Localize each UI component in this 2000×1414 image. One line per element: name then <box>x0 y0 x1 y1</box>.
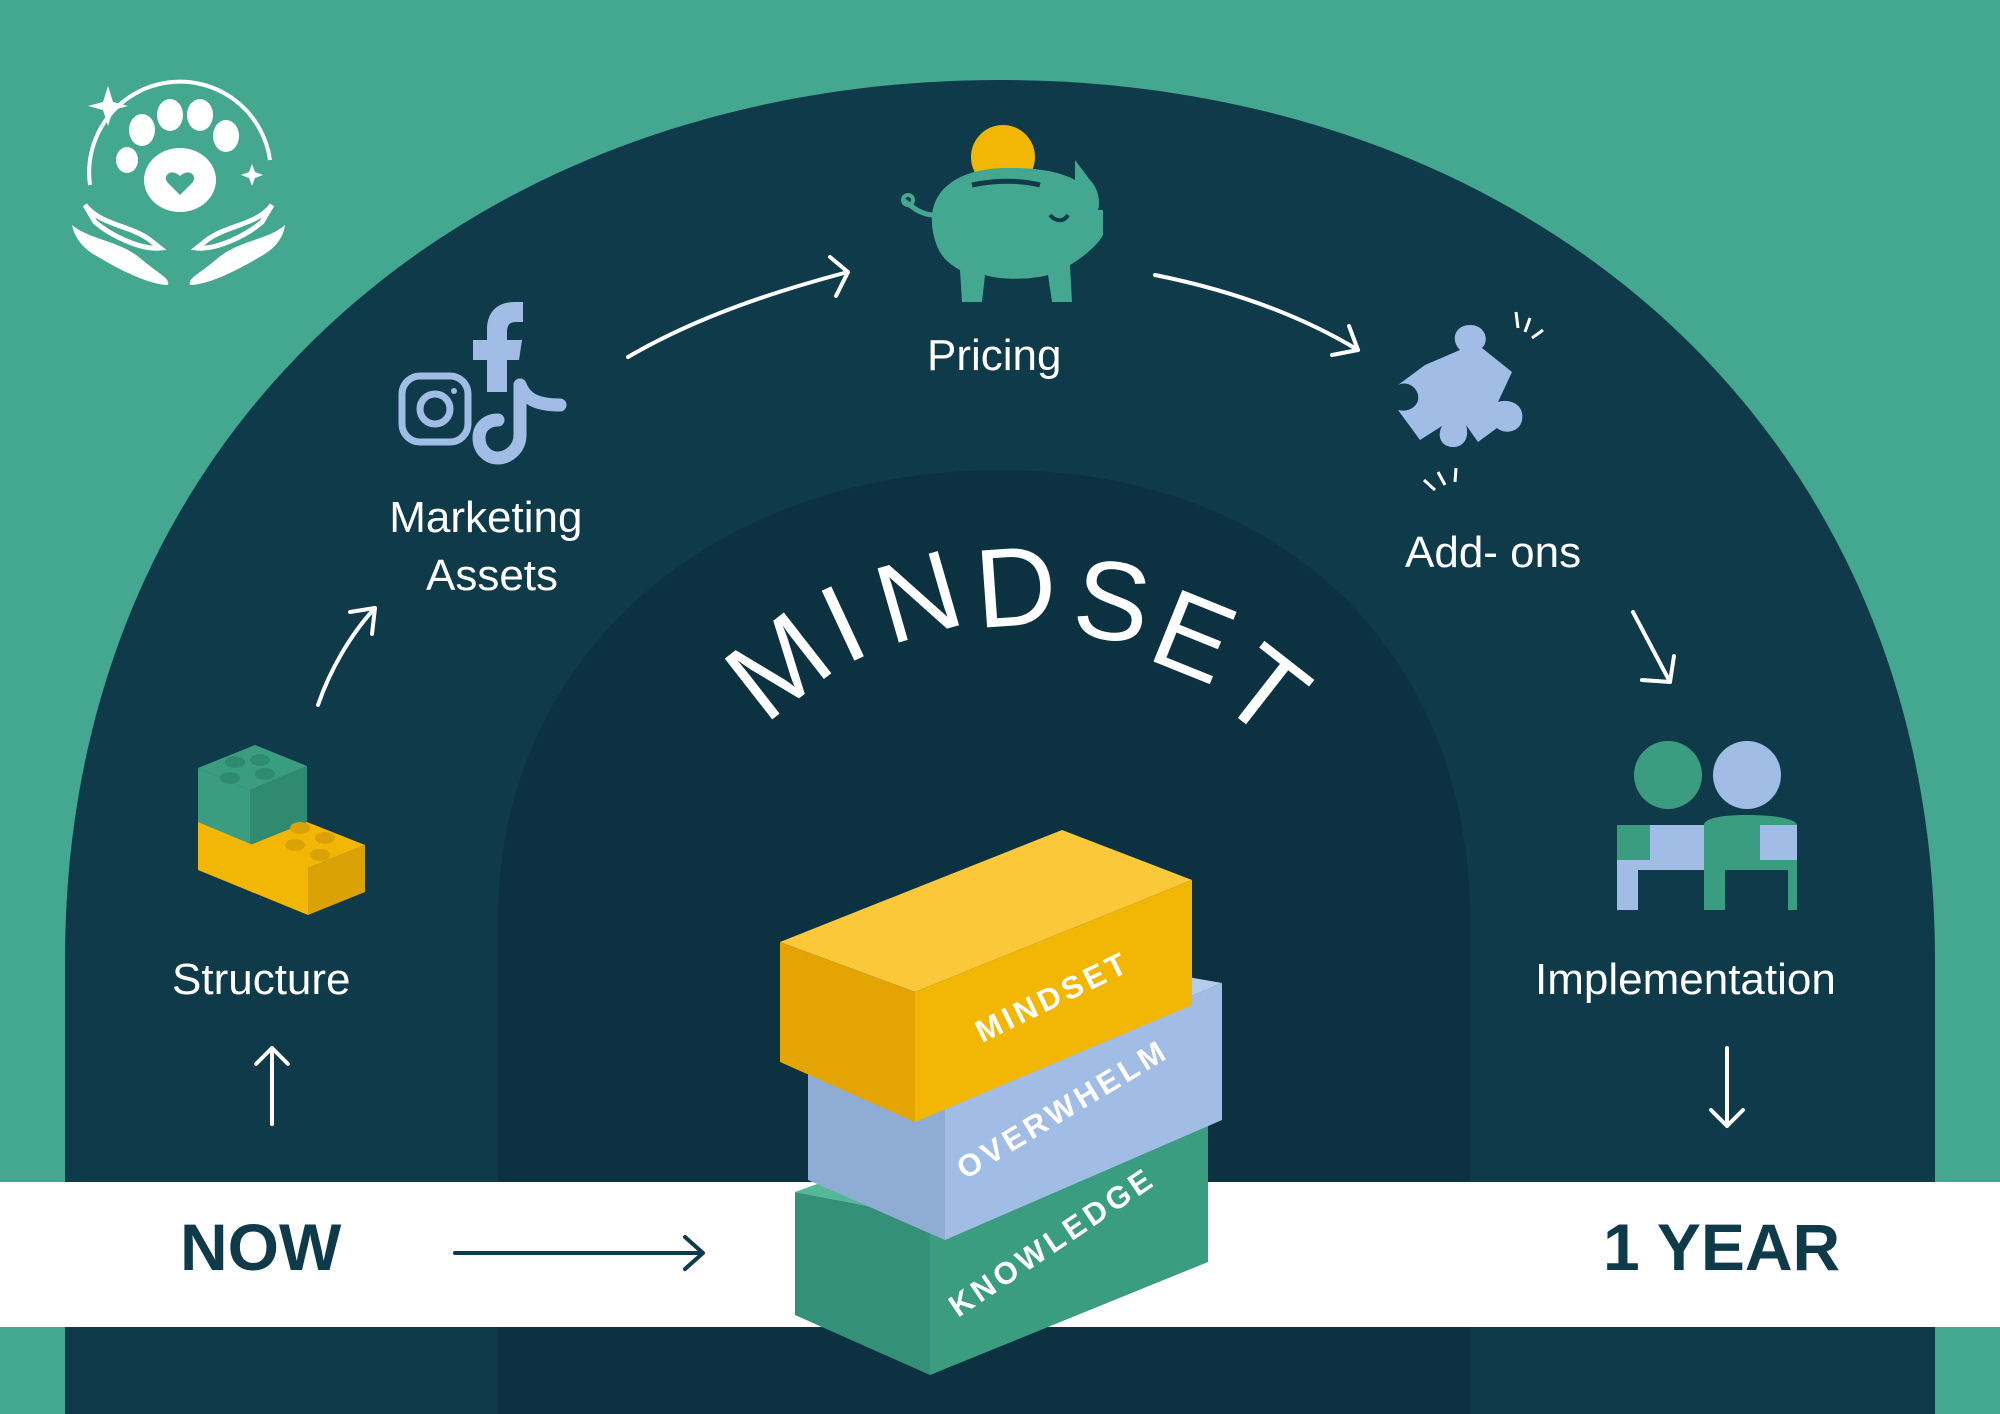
timeline-end-label: 1 YEAR <box>1603 1210 1840 1284</box>
tiktok-icon <box>472 378 567 465</box>
step-marketing-label: Marketing Assets <box>389 493 594 600</box>
step-addons-label: Add- ons <box>1405 528 1581 577</box>
stacked-blocks: KNOWLEDGE OVERWHELM MINDSET <box>780 830 1222 1375</box>
step-pricing-label: Pricing <box>927 331 1062 380</box>
marketing-line-1: Marketing <box>389 493 582 542</box>
lego-bricks-icon <box>198 745 365 915</box>
block-mindset: MINDSET <box>780 830 1192 1122</box>
curve-arrow-structure-to-marketing <box>316 606 377 707</box>
up-arrow <box>254 1046 290 1126</box>
arc-letter: D <box>971 521 1064 652</box>
curve-arrow-pricing-to-addons <box>1153 273 1360 357</box>
marketing-line-2: Assets <box>426 551 558 600</box>
curve-arrow-marketing-to-pricing <box>626 255 850 359</box>
two-people-icon <box>1617 741 1797 910</box>
social-media-icons <box>398 372 472 446</box>
step-implementation-label: Implementation <box>1535 955 1836 1004</box>
piggy-bank-icon <box>901 125 1103 302</box>
down-arrow <box>1709 1046 1745 1128</box>
timeline-arrow <box>453 1235 705 1271</box>
timeline-start-label: NOW <box>180 1210 342 1284</box>
paw-hands-logo-icon <box>72 79 285 285</box>
puzzle-piece-icon <box>1398 311 1544 492</box>
facebook-icon <box>473 302 523 392</box>
instagram-icon <box>398 372 472 446</box>
arrow-addons-to-implementation <box>1631 610 1676 684</box>
arc-letter: S <box>1067 534 1162 669</box>
step-structure-label: Structure <box>172 955 351 1004</box>
